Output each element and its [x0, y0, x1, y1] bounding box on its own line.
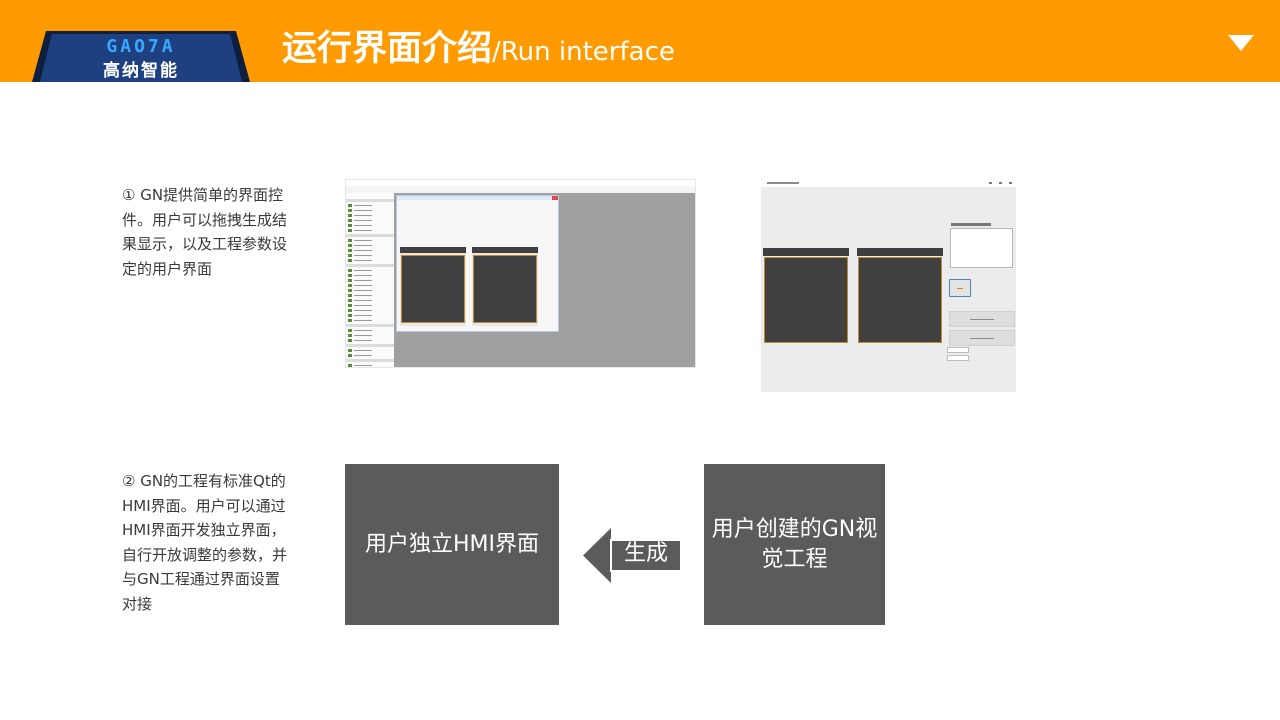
hmi-interface-box: 用户独立HMI界面 — [345, 464, 559, 625]
image-display — [764, 257, 848, 343]
description-item-2: ② GN的工程有标准Qt的HMI界面。用户可以通过HMI界面开发独立界面，自行开… — [122, 472, 288, 613]
minimize-icon — [989, 182, 992, 184]
widget-item — [348, 334, 392, 337]
form-titlebar — [397, 196, 558, 200]
widget-item — [348, 214, 392, 217]
header-bar: GAO7A 高纳智能 运行界面介绍/Run interface — [0, 0, 1280, 82]
panel-section — [346, 324, 394, 327]
page-title-chinese: 运行界面介绍 — [282, 29, 493, 69]
image-display — [473, 255, 537, 323]
runtime-window-title — [767, 182, 799, 184]
runtime-run-button — [949, 279, 971, 297]
widget-item — [348, 244, 392, 247]
runtime-action-button — [949, 330, 1015, 346]
logo-badge-shape — [32, 31, 250, 82]
widget-item — [348, 314, 392, 317]
runtime-param-input — [947, 355, 969, 361]
runtime-screenshot — [761, 179, 1016, 392]
arrow-label: 生成 — [623, 541, 668, 566]
image-display — [401, 255, 465, 323]
logo-brand-text: GAO7A — [106, 36, 176, 57]
designer-toolbar — [346, 186, 695, 197]
page-title-english: /Run interface — [492, 37, 675, 67]
widget-item — [348, 284, 392, 287]
widget-item — [348, 274, 392, 277]
widget-item — [348, 319, 392, 322]
gn-project-box: 用户创建的GN视觉工程 — [704, 464, 885, 625]
image-view-toolbar — [763, 248, 849, 256]
widget-item — [348, 309, 392, 312]
widget-item — [348, 279, 392, 282]
hmi-interface-label: 用户独立HMI界面 — [364, 531, 539, 557]
widget-item — [348, 294, 392, 297]
close-icon — [1009, 182, 1012, 184]
widget-item — [348, 304, 392, 307]
widget-item — [348, 259, 392, 262]
description-item-1: ① GN提供简单的界面控件。用户可以拖拽生成结果显示，以及工程参数设定的用户界面 — [122, 186, 288, 278]
image-view-2 — [472, 247, 538, 326]
widget-item — [348, 254, 392, 257]
close-icon — [552, 196, 558, 200]
widget-item — [348, 219, 392, 222]
gn-project-label: 用户创建的GN视觉工程 — [711, 516, 878, 572]
runtime-list-box — [950, 228, 1013, 268]
widget-item — [348, 339, 392, 342]
image-view-1 — [400, 247, 466, 326]
widget-item — [348, 209, 392, 212]
triangle-down-icon[interactable] — [1228, 35, 1254, 51]
widget-item — [348, 229, 392, 232]
runtime-image-view-1 — [763, 248, 849, 343]
widget-item — [348, 239, 392, 242]
design-form — [396, 195, 559, 332]
widget-item — [348, 269, 392, 272]
runtime-titlebar — [761, 179, 1016, 187]
panel-section — [346, 344, 394, 347]
widget-item — [348, 289, 392, 292]
widget-item — [348, 354, 392, 357]
runtime-action-button — [949, 311, 1015, 327]
panel-section — [346, 199, 394, 202]
widget-item — [348, 224, 392, 227]
maximize-icon — [999, 182, 1002, 184]
panel-section — [346, 234, 394, 237]
widget-item — [348, 329, 392, 332]
panel-section — [346, 359, 394, 362]
widget-item — [348, 204, 392, 207]
image-view-toolbar — [400, 247, 466, 253]
runtime-image-view-2 — [857, 248, 943, 343]
company-logo: GAO7A 高纳智能 — [32, 31, 250, 82]
designer-screenshot — [345, 179, 696, 368]
runtime-param-input — [947, 347, 969, 353]
runtime-list-label — [951, 223, 991, 226]
widget-panel — [346, 193, 395, 367]
widget-item — [348, 349, 392, 352]
panel-section — [346, 264, 394, 267]
image-view-toolbar — [472, 247, 538, 253]
image-display — [858, 257, 942, 343]
image-view-toolbar — [857, 248, 943, 256]
arrow-left-icon — [583, 528, 682, 583]
page-title: 运行界面介绍/Run interface — [282, 20, 675, 71]
logo-chinese-text: 高纳智能 — [103, 61, 179, 81]
widget-item — [348, 364, 392, 367]
widget-item — [348, 299, 392, 302]
widget-item — [348, 249, 392, 252]
